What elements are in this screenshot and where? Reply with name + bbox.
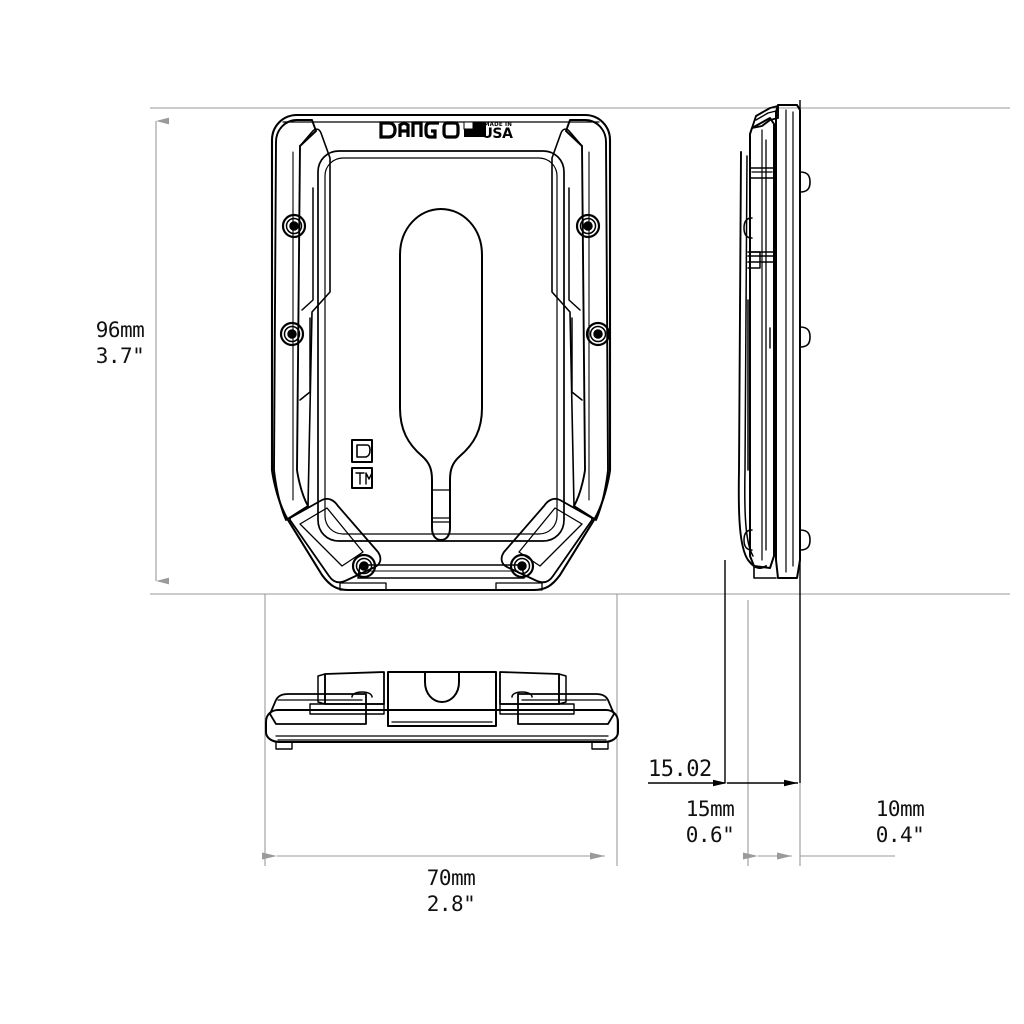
dimension-label-depth-body: 15mm 0.6": [645, 797, 775, 848]
front-inner-plate-outer: [317, 150, 565, 542]
screw-bottom-right: [509, 553, 535, 579]
front-right-rail-lower-web: [571, 317, 583, 401]
front-bottom-left-foot: [339, 582, 387, 591]
bottom-right-step: [499, 703, 575, 715]
side-money-clip: [737, 151, 767, 569]
dimension-height-metric: 96mm: [95, 318, 145, 342]
callout-lines-group: [648, 100, 801, 787]
front-bottom-tray: [357, 564, 525, 579]
bottom-center-notch: [424, 671, 460, 703]
side-mid-break: [749, 251, 775, 263]
front-inner-plate-inner: [324, 157, 558, 535]
front-right-rail-inner: [551, 128, 583, 507]
side-clip-head-detail: [755, 110, 777, 121]
side-nub-mid: [743, 529, 753, 551]
side-body-slab: [775, 104, 801, 579]
made-in-small-label: MADE IN: [484, 122, 512, 128]
dimension-label-depth-clip: 10mm 0.4": [835, 797, 965, 848]
front-left-rail-outer: [273, 119, 317, 521]
dimension-width-metric: 70mm: [426, 866, 476, 890]
callout-label-exact-depth: 15.02: [648, 757, 748, 784]
side-lower-step: [747, 255, 775, 263]
bottom-left-cam: [324, 671, 385, 705]
bottom-foot-left: [275, 741, 293, 750]
bottom-left-step: [309, 703, 385, 715]
brand-wordmark: [379, 121, 460, 139]
callout-exact-depth-value: 15.02: [648, 757, 712, 782]
front-bottom-right-arm-inner: [518, 507, 583, 567]
trademark-badge: [351, 467, 373, 489]
side-screw-bump-mid: [799, 326, 811, 348]
bottom-foot-right: [591, 741, 609, 750]
front-bottom-left-arm-inner: [299, 507, 364, 567]
side-upper-notch: [749, 167, 775, 179]
usa-flag-icon: [463, 121, 486, 137]
logo-d-inner-icon: [356, 444, 371, 458]
front-body-outline: [270, 113, 612, 592]
dimension-label-width: 70mm 2.8": [381, 866, 521, 917]
bottom-left-rail-block: [269, 693, 367, 725]
front-view: [270, 113, 612, 592]
screw-mid-left: [279, 321, 305, 347]
side-nub-upper: [743, 217, 753, 239]
dimension-lines-group: [150, 107, 1010, 866]
bottom-view: [265, 671, 619, 750]
bottom-center-block: [387, 671, 497, 727]
front-right-rail-web: [568, 187, 581, 311]
trademark-tm-icon: [355, 472, 373, 485]
side-screw-bump-bottom: [799, 529, 811, 551]
bottom-left-cam-slot: [351, 691, 373, 698]
side-bottom-foot: [753, 565, 777, 579]
front-bottom-left-arm: [289, 497, 382, 584]
side-money-clip-inner: [744, 155, 754, 557]
bottom-right-cam: [499, 671, 560, 705]
made-in-usa-label: USA: [481, 126, 513, 142]
bottom-right-rail-block: [517, 693, 615, 725]
dimension-depth-clip-imperial: 0.4": [875, 822, 925, 847]
dimension-depth-body-imperial: 0.6": [685, 822, 735, 847]
screw-top-left: [281, 213, 307, 239]
screw-top-right: [575, 213, 601, 239]
logo-mark-badge: [351, 439, 373, 463]
screw-bottom-left: [351, 553, 377, 579]
bottom-right-cam-slot: [511, 691, 533, 698]
bottom-outer-slab: [265, 709, 619, 743]
dimension-height-imperial: 3.7": [95, 343, 145, 368]
bottom-right-rail-inner: [521, 699, 607, 711]
front-left-rail-web: [301, 187, 314, 311]
side-clip-head: [751, 105, 779, 129]
front-screws-group: [279, 213, 611, 579]
brand-logo-group: MADE IN USA: [379, 121, 514, 142]
front-left-rail-lower-web: [299, 317, 311, 401]
dimension-width-imperial: 2.8": [426, 891, 476, 916]
front-bottom-right-foot: [495, 582, 543, 591]
front-left-rail-inner: [299, 128, 331, 507]
front-right-rail-outer: [565, 119, 609, 521]
dimension-depth-body-metric: 15mm: [685, 797, 735, 821]
dimension-label-height: 96mm 3.7": [60, 318, 180, 369]
logo-d-icon: [351, 439, 373, 463]
front-thumb-slot: [399, 208, 483, 541]
screw-mid-right: [585, 321, 611, 347]
bottom-left-rail-inner: [277, 699, 363, 711]
side-screw-bump-top: [799, 171, 811, 193]
side-view: [737, 104, 811, 579]
front-bottom-right-arm: [500, 497, 593, 584]
dimension-depth-clip-metric: 10mm: [875, 797, 925, 821]
